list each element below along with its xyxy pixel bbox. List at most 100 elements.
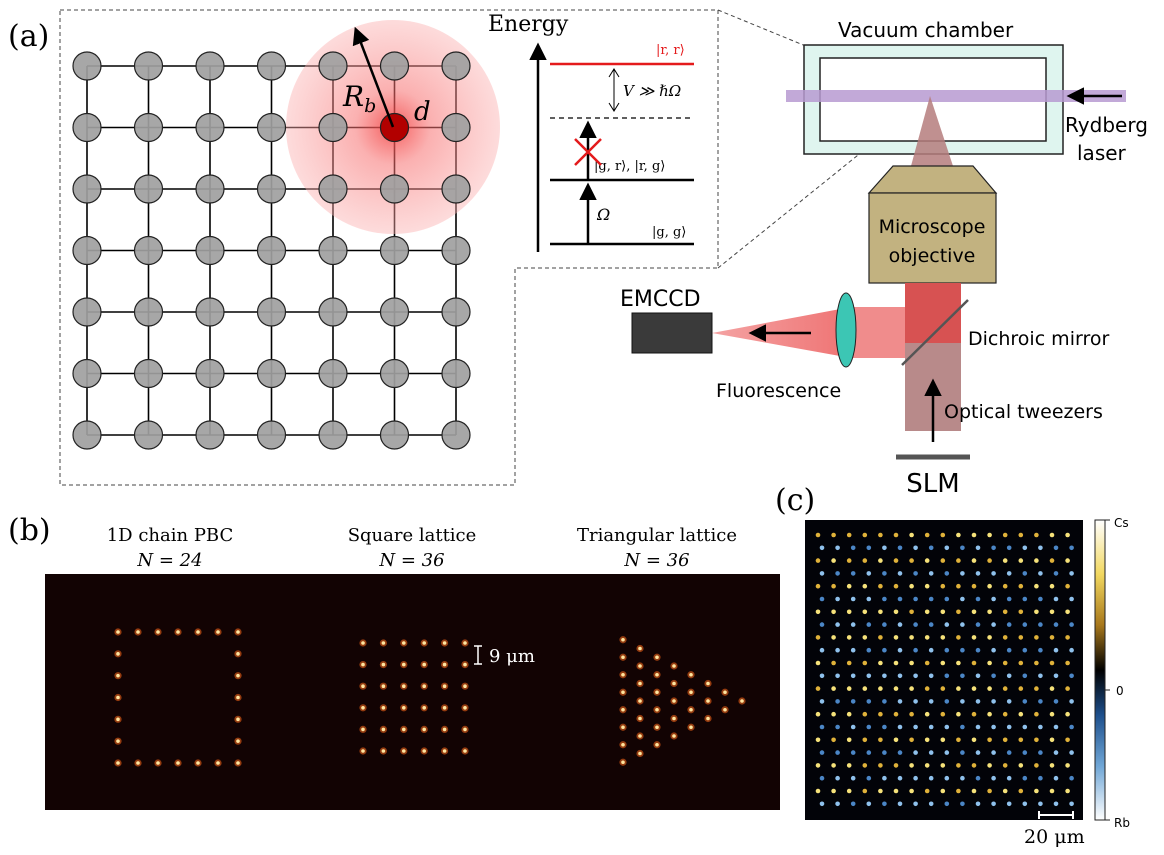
scale-bar-20um-ends bbox=[1038, 811, 1074, 819]
rb-atom bbox=[960, 622, 965, 627]
trapped-atom bbox=[689, 690, 693, 695]
cs-atom bbox=[815, 609, 821, 615]
blocked-cross-icon bbox=[574, 138, 602, 166]
trapped-atom bbox=[381, 662, 386, 667]
rb-atom bbox=[819, 724, 825, 730]
rb-atom bbox=[960, 647, 965, 653]
rb-atom bbox=[960, 673, 965, 679]
rb-atom bbox=[819, 750, 825, 755]
rb-atom bbox=[1069, 673, 1074, 679]
cs-atom bbox=[862, 788, 868, 794]
cs-atom bbox=[831, 609, 836, 615]
trapped-atom bbox=[236, 652, 240, 656]
lattice-atom bbox=[441, 420, 471, 450]
rb-atom bbox=[1053, 647, 1059, 653]
cs-atom bbox=[846, 583, 852, 589]
rb-atom bbox=[866, 647, 872, 653]
scale-bar-9um bbox=[474, 645, 482, 665]
rb-atom bbox=[835, 750, 840, 755]
cs-atom bbox=[878, 635, 883, 640]
trapped-atom bbox=[442, 684, 447, 688]
rb-atom bbox=[944, 673, 950, 679]
trapped-atom bbox=[361, 641, 365, 645]
rb-atom bbox=[1038, 622, 1043, 627]
cs-atom bbox=[893, 660, 899, 666]
rb-atom bbox=[913, 750, 918, 755]
cs-atom bbox=[940, 635, 946, 640]
trapped-atom bbox=[655, 672, 659, 677]
cs-atom bbox=[987, 558, 992, 563]
rb-atom bbox=[928, 750, 934, 755]
cs-atom bbox=[956, 737, 961, 743]
rb-atom bbox=[1006, 673, 1012, 679]
rb-atom bbox=[819, 571, 825, 576]
rb-atom bbox=[960, 775, 965, 781]
cs-atom bbox=[971, 558, 977, 563]
rydberg-laser-label-line2: laser bbox=[1077, 141, 1127, 165]
cs-atom bbox=[987, 635, 992, 640]
trapped-atom bbox=[740, 699, 744, 703]
cs-atom bbox=[878, 660, 883, 666]
colorbar-bottom-label: Rb bbox=[1114, 816, 1130, 830]
rb-atom bbox=[1006, 724, 1012, 730]
rb-atom bbox=[1053, 724, 1059, 730]
trapped-atom bbox=[638, 716, 642, 721]
cs-atom bbox=[831, 660, 836, 666]
rb-atom bbox=[835, 775, 840, 781]
lattice-atom bbox=[72, 235, 102, 266]
lattice-atom bbox=[72, 297, 102, 327]
trapped-atom bbox=[621, 637, 625, 642]
rb-atom bbox=[1006, 750, 1012, 755]
lattice-atom bbox=[256, 174, 287, 204]
triangular-title: Triangular lattice bbox=[577, 525, 737, 546]
cs-atom bbox=[909, 763, 914, 768]
panel-b-label: (b) bbox=[8, 513, 51, 548]
cs-atom bbox=[940, 609, 946, 615]
colorbar-top-label: Cs bbox=[1114, 516, 1129, 530]
rb-atom bbox=[835, 673, 840, 679]
rydberg-laser-label-line1: Rydberg bbox=[1065, 113, 1148, 137]
cs-atom bbox=[1049, 686, 1055, 691]
rb-atom bbox=[1053, 622, 1059, 627]
trapped-atom bbox=[621, 690, 625, 695]
cs-atom bbox=[909, 737, 914, 743]
cs-atom bbox=[878, 686, 883, 691]
rb-atom bbox=[975, 622, 981, 627]
fluorescence-atoms bbox=[114, 628, 746, 767]
lattice-atom bbox=[256, 358, 287, 389]
rb-atom bbox=[866, 699, 872, 704]
zoom-box bbox=[59, 9, 931, 486]
rb-atom bbox=[882, 775, 887, 781]
chain-title: 1D chain PBC bbox=[107, 525, 234, 546]
rb-atom bbox=[960, 596, 965, 602]
trapped-atom bbox=[723, 690, 727, 695]
rb-atom bbox=[882, 699, 887, 704]
cs-atom bbox=[846, 711, 852, 717]
cs-atom bbox=[1034, 763, 1039, 768]
rb-atom bbox=[850, 775, 856, 781]
rb-atom bbox=[850, 699, 856, 704]
lattice-atom bbox=[318, 51, 348, 81]
cs-atom bbox=[1034, 532, 1039, 538]
rb-atom bbox=[928, 571, 934, 576]
cs-atom bbox=[878, 788, 883, 794]
cs-atom bbox=[831, 532, 836, 538]
lattice-atom bbox=[441, 51, 471, 81]
rb-atom bbox=[1022, 545, 1028, 551]
cs-atom bbox=[909, 558, 914, 563]
trapped-atom bbox=[638, 699, 642, 703]
trapped-atom bbox=[638, 664, 642, 668]
interaction-label: V ≫ ℏΩ bbox=[623, 82, 681, 100]
rb-atom bbox=[1022, 673, 1028, 679]
rb-atom bbox=[913, 545, 918, 551]
cs-atom bbox=[862, 660, 868, 666]
cs-atom bbox=[909, 583, 914, 589]
cs-atom bbox=[862, 737, 868, 743]
cs-atom bbox=[1002, 763, 1008, 768]
trapped-atom bbox=[422, 641, 427, 645]
cs-atom bbox=[846, 532, 852, 538]
trapped-atom bbox=[442, 727, 447, 732]
rb-atom bbox=[991, 545, 996, 551]
cs-atom bbox=[956, 686, 961, 691]
trapped-atom bbox=[402, 749, 406, 753]
